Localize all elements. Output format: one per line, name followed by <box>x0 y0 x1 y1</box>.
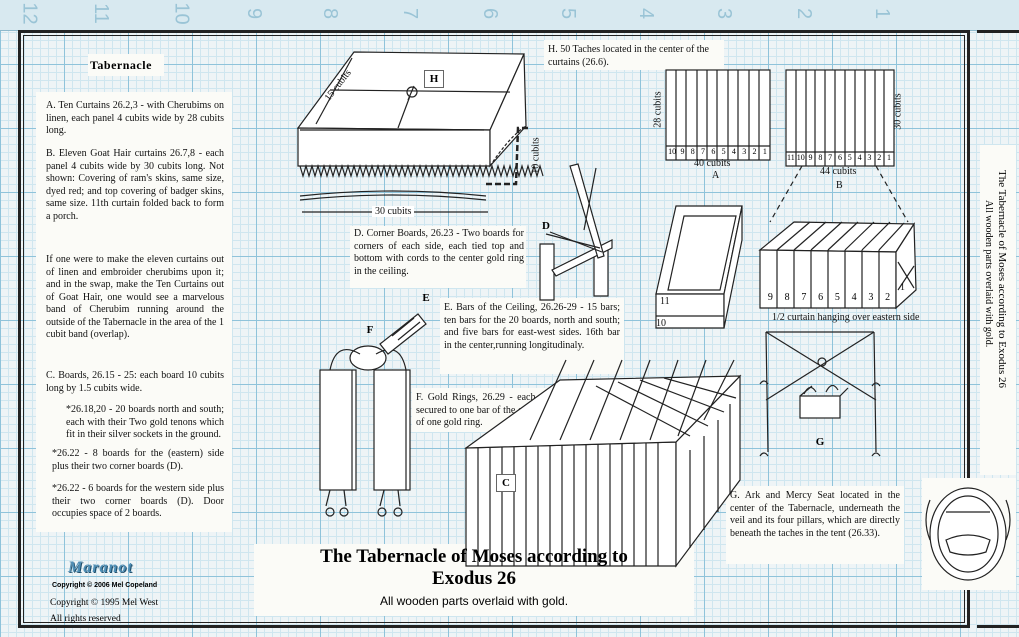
side-paper <box>980 145 1016 475</box>
notes-paper <box>36 92 232 532</box>
panel-number: 9 <box>767 292 773 303</box>
label-c: C <box>496 474 516 492</box>
outer-frame <box>18 30 970 628</box>
ark-g-drawing <box>759 331 881 457</box>
maranot-logo: Maranot <box>68 559 133 576</box>
g-paper <box>726 486 904 564</box>
folded-curtain-drawing <box>758 221 917 310</box>
note-d: D. Corner Boards, 26.23 - Two boards for… <box>354 228 524 277</box>
panel-number: 10 <box>796 153 805 162</box>
label-e: E <box>422 292 430 304</box>
panel-number: 7 <box>701 147 706 156</box>
folded-numbers: 9 8 7 6 5 4 3 2 <box>762 292 896 303</box>
note-b: B. Eleven Goat Hair curtains 26.7,8 - ea… <box>46 148 224 222</box>
note-f: F. Gold Rings, 26.29 - each two boards s… <box>416 392 586 428</box>
main-title-line1: The Tabernacle of Moses according to <box>320 546 628 567</box>
subtitle: All wooden parts overlaid with gold. <box>379 594 569 608</box>
panel-number: 5 <box>721 147 726 156</box>
label-d: D <box>542 220 550 232</box>
note-c1: *26.18,20 - 20 boards north and south; e… <box>66 404 224 440</box>
panel-number: 1 <box>762 147 767 156</box>
panel-a-numbers: 10 9 8 7 6 5 4 3 2 1 <box>667 147 770 156</box>
side-frame <box>977 30 1019 628</box>
label-40-cubits: 40 cubits <box>694 158 731 169</box>
panel-number: 1 <box>887 153 892 162</box>
panel-b-numbers: 11 10 9 8 7 6 5 4 3 2 1 <box>786 153 894 162</box>
panel-number: 11 <box>787 153 795 162</box>
open-box-drawing <box>655 205 743 329</box>
panel-number: 3 <box>868 292 874 303</box>
side-subtitle: All wooden parts overlaid with gold. <box>983 200 994 348</box>
panel-number: 5 <box>834 292 840 303</box>
d-paper <box>350 226 526 288</box>
note-h: H. 50 Taches located in the center of th… <box>548 44 709 68</box>
inner-frame <box>23 35 965 623</box>
panel-number: 8 <box>690 147 695 156</box>
note-c: C. Boards, 26.15 - 25: each board 10 cub… <box>46 370 224 394</box>
boards-f-drawing <box>319 313 427 517</box>
label-10-cubits: 10 cubits <box>530 137 542 174</box>
corner-board-drawing <box>539 163 613 301</box>
panel-number: 7 <box>828 153 833 162</box>
h-paper <box>544 40 724 70</box>
label-b: B <box>836 180 843 191</box>
panel-number: 2 <box>877 153 882 162</box>
panel-number: 4 <box>731 147 736 156</box>
note-c3: *26.22 - 6 boards for the western side p… <box>52 483 224 519</box>
label-f: F <box>366 324 374 336</box>
label-44-cubits: 44 cubits <box>820 166 857 177</box>
logo-copyright: Copyright © 2006 Mel Copeland <box>52 582 158 589</box>
label-g: G <box>815 436 825 448</box>
panel-number: 3 <box>867 153 872 162</box>
panel-a-drawing <box>665 69 771 161</box>
panel-number: 9 <box>680 147 685 156</box>
label-10: 10 <box>656 318 666 329</box>
tab-title: Tabernacle <box>90 58 152 72</box>
label-28-cubits: 28 cubits <box>652 91 664 128</box>
panel-number: 8 <box>784 292 790 303</box>
label-11: 11 <box>660 296 670 307</box>
copyright: Copyright © 1995 Mel West <box>50 598 159 608</box>
main-title-line2: Exodus 26 <box>432 568 516 589</box>
main-title: The Tabernacle of Moses according to Exo… <box>254 546 694 590</box>
panel-number: 5 <box>847 153 852 162</box>
label-30-cubits: 30 cubits <box>372 206 415 217</box>
rights-reserved: All rights reserved <box>50 614 121 624</box>
note-g: G. Ark and Mercy Seat located in the cen… <box>730 490 900 539</box>
panel-number: 9 <box>808 153 813 162</box>
note-e: E. Bars of the Ceiling, 26.26-29 - 15 ba… <box>444 302 620 351</box>
panel-number: 3 <box>742 147 747 156</box>
panel-number: 4 <box>851 292 857 303</box>
panel-number: 6 <box>711 147 716 156</box>
panel-number: 8 <box>818 153 823 162</box>
panel-number: 4 <box>857 153 862 162</box>
tent-drawing <box>296 51 544 213</box>
side-title: The Tabernacle of Moses according to Exo… <box>996 170 1008 389</box>
note-a: A. Ten Curtains 26.2,3 - with Cherubims … <box>46 100 224 136</box>
panel-number: 10 <box>668 147 677 156</box>
tab-paper <box>88 54 164 76</box>
note-c2: *26.22 - 8 boards for the (eastern) side… <box>52 448 224 472</box>
label-half-curtain: 1/2 curtain hanging over eastern side <box>772 312 920 323</box>
wall-c-drawing <box>464 359 742 568</box>
panel-number: 2 <box>752 147 757 156</box>
panel-number: 7 <box>801 292 807 303</box>
panel-number: 2 <box>885 292 891 303</box>
label-one: 1 <box>900 282 905 293</box>
panel-number: 6 <box>818 292 824 303</box>
seal-drawing <box>925 487 1011 581</box>
note-swap: If one were to make the eleven curtains … <box>46 254 224 340</box>
label-a: A <box>712 170 720 181</box>
label-30-cubits-b: 30 cubits <box>892 93 904 130</box>
label-h: H <box>424 70 444 88</box>
panel-b-drawing <box>769 69 909 223</box>
panel-number: 6 <box>837 153 842 162</box>
